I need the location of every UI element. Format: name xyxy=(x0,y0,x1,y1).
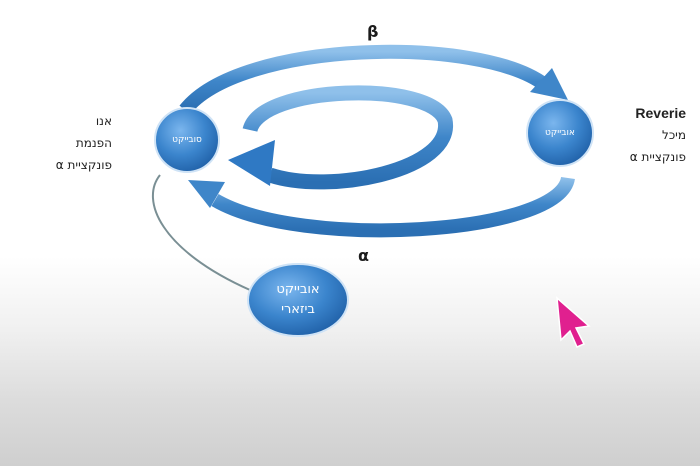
right-caption: Reverie מיכל פונקציית α xyxy=(592,102,686,168)
beta-label: β xyxy=(367,22,379,41)
inner-cycle-arrow xyxy=(228,85,453,190)
reverie-label: Reverie xyxy=(635,105,686,121)
alpha-label: α xyxy=(358,246,369,265)
mouse-cursor-icon xyxy=(556,296,591,348)
beta-arrow xyxy=(179,44,568,115)
connector-line xyxy=(151,174,251,291)
object-node xyxy=(526,99,594,167)
subject-node-label: סובייקט xyxy=(172,135,202,145)
alpha-arrow xyxy=(188,175,575,238)
left-caption-line: פונקציית α xyxy=(55,158,112,172)
left-caption-line: הפנמת xyxy=(75,136,112,150)
left-caption-line: אנו xyxy=(95,114,112,128)
bizarre-object-label-line: אובייקט xyxy=(276,282,320,297)
subject-node xyxy=(154,107,220,173)
right-caption-line: מיכל xyxy=(662,128,686,142)
bizarre-object-label-line: ביזארי xyxy=(281,302,315,317)
bizarre-object-node xyxy=(247,263,349,337)
right-caption-line: פונקציית α xyxy=(629,150,686,164)
left-caption: אנו הפנמת פונקציית α xyxy=(8,110,112,176)
object-node-label: אובייקט xyxy=(545,128,575,138)
bizarre-object-label: אובייקט ביזארי xyxy=(253,280,343,320)
